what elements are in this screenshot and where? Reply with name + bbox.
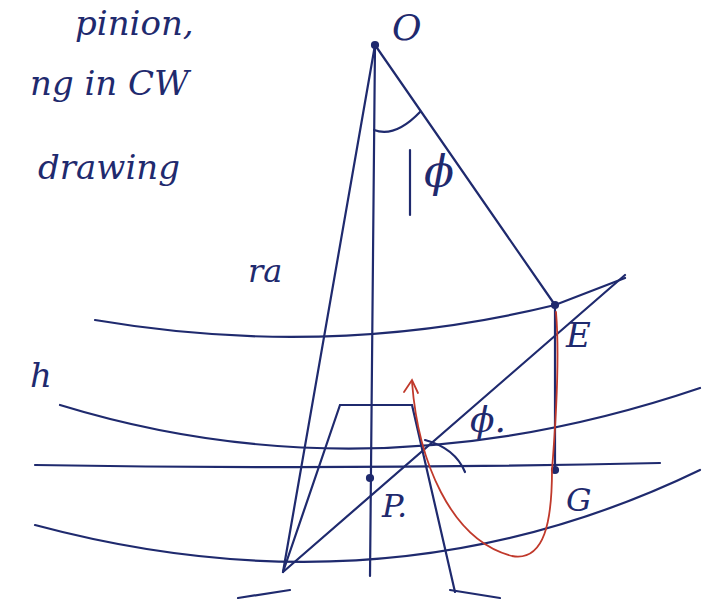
base-line <box>238 590 290 598</box>
pitch-arc <box>60 388 700 449</box>
point-label: P. <box>382 490 407 522</box>
point-label: E <box>566 318 591 352</box>
phi-stroke <box>409 150 411 215</box>
radius-line <box>283 45 375 572</box>
point-label: ng in CW <box>30 66 189 100</box>
point-e <box>552 302 558 308</box>
point-label: drawing <box>38 150 180 184</box>
point-label: O <box>392 10 422 46</box>
contact-path-curve <box>412 312 558 557</box>
angle-arc <box>425 440 465 472</box>
arrow-head <box>404 380 418 393</box>
angle-arc <box>374 112 420 132</box>
point-label: pinion, <box>75 6 194 40</box>
pitch-point <box>367 475 373 481</box>
tooth-outline <box>283 405 455 592</box>
point-label: h <box>30 358 52 392</box>
point-label: G <box>566 484 592 516</box>
addendum-arc <box>95 278 625 337</box>
point-label: ra <box>248 255 282 287</box>
base-line <box>450 590 500 598</box>
tangent-line <box>35 463 660 467</box>
point-label: ϕ. <box>470 402 506 438</box>
radius-line <box>375 45 555 305</box>
root-arc <box>35 470 700 562</box>
point-label: ϕ <box>424 150 454 194</box>
centre-point <box>372 42 378 48</box>
